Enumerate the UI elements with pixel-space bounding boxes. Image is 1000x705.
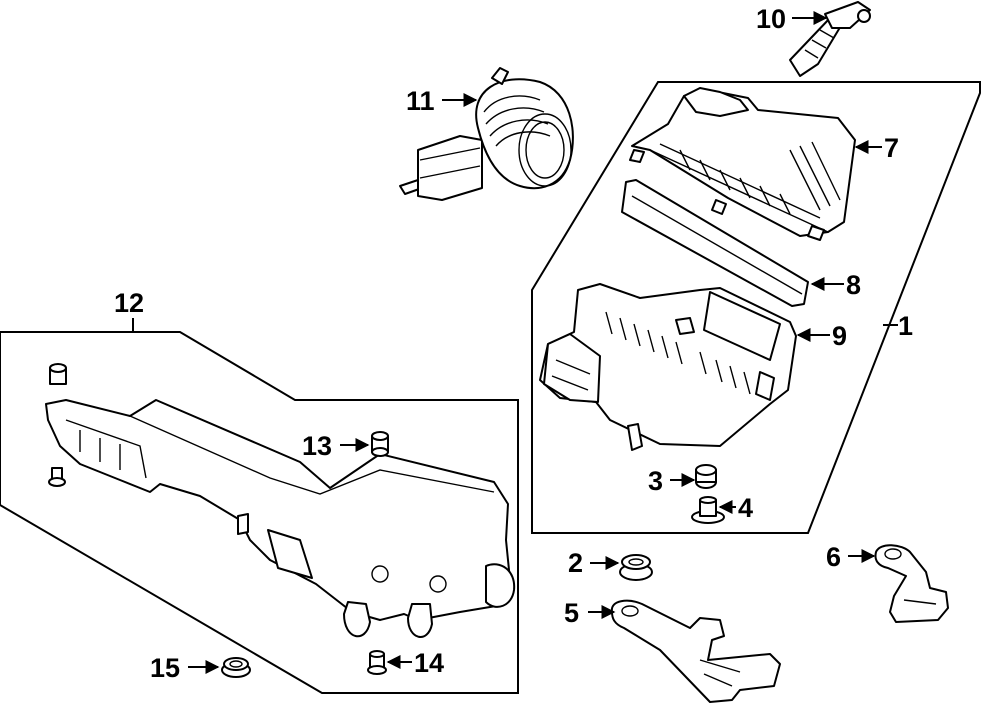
part-12-grommet-upper[interactable] bbox=[49, 363, 67, 385]
callout-7-label: 7 bbox=[884, 133, 899, 163]
part-9-air-box-lower[interactable] bbox=[539, 283, 797, 451]
callout-6-label: 6 bbox=[826, 542, 841, 572]
callout-13-label: 13 bbox=[302, 431, 332, 461]
callout-2-label: 2 bbox=[568, 548, 583, 578]
callout-15-label: 15 bbox=[150, 653, 180, 683]
part-10-sensor[interactable] bbox=[789, 1, 871, 77]
part-11-duct-hose[interactable] bbox=[399, 67, 574, 201]
part-12-intake-housing[interactable] bbox=[45, 399, 516, 638]
callout-10-label: 10 bbox=[756, 4, 786, 34]
callout-3-label: 3 bbox=[648, 466, 663, 496]
callout-13: 13 bbox=[302, 431, 370, 461]
part-2-grommet[interactable] bbox=[619, 554, 653, 581]
callout-9-label: 9 bbox=[832, 321, 847, 351]
callout-14: 14 bbox=[386, 648, 444, 678]
part-12-stud[interactable] bbox=[48, 467, 66, 487]
part-7-air-box-cover[interactable] bbox=[629, 87, 856, 241]
callout-12-label: 12 bbox=[114, 288, 144, 318]
callout-9: 9 bbox=[796, 321, 847, 351]
assembly-1-frame bbox=[531, 81, 981, 534]
callout-15: 15 bbox=[150, 653, 220, 683]
part-5-bracket[interactable] bbox=[610, 599, 781, 703]
callout-4-label: 4 bbox=[738, 493, 753, 523]
assembly-12-frame bbox=[0, 331, 519, 694]
callout-7: 7 bbox=[854, 133, 899, 163]
callout-8: 8 bbox=[810, 270, 861, 300]
callout-1-label: 1 bbox=[898, 311, 913, 341]
part-3-grommet[interactable] bbox=[695, 464, 717, 489]
callout-11: 11 bbox=[406, 86, 478, 116]
part-4-bushing[interactable] bbox=[691, 496, 725, 524]
part-8-filter-element[interactable] bbox=[621, 179, 809, 307]
callout-5: 5 bbox=[564, 598, 616, 628]
callout-14-label: 14 bbox=[414, 648, 444, 678]
callout-11-label: 11 bbox=[406, 86, 435, 116]
callout-6: 6 bbox=[826, 542, 876, 572]
callout-2: 2 bbox=[568, 548, 620, 578]
part-6-bracket[interactable] bbox=[874, 544, 949, 623]
callout-5-label: 5 bbox=[564, 598, 579, 628]
part-14-stud[interactable] bbox=[367, 650, 387, 675]
callout-10: 10 bbox=[756, 4, 828, 34]
callout-4: 4 bbox=[718, 493, 753, 523]
callout-12: 12 bbox=[114, 288, 144, 318]
callout-1: 1 bbox=[898, 311, 913, 341]
part-15-grommet[interactable] bbox=[221, 657, 251, 678]
callout-8-label: 8 bbox=[846, 270, 861, 300]
part-13-grommet[interactable] bbox=[371, 431, 389, 457]
callout-3: 3 bbox=[648, 466, 696, 496]
